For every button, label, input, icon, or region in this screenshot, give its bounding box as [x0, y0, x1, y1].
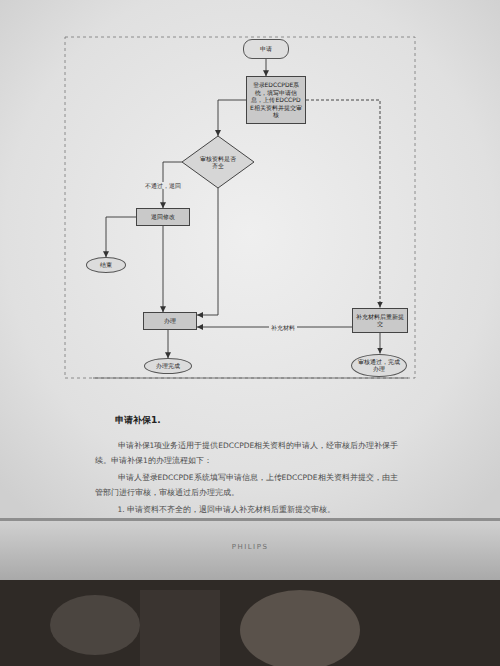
node-text: 结束 — [92, 261, 120, 269]
brand-logo: PHILIPS — [200, 543, 300, 552]
screen-page — [0, 0, 500, 518]
section-heading: 申请补保1. — [115, 414, 315, 426]
body-paragraph: 1. 申请资料不齐全的，退回申请人补充材料后重新提交审核。 — [95, 502, 405, 517]
process-box: 办理 — [143, 312, 197, 330]
flow-connector — [163, 226, 164, 313]
decision-diamond: 审核资料是否齐全 — [182, 136, 254, 188]
node-text: 申请 — [248, 45, 284, 53]
flow-connector — [306, 100, 380, 308]
process-box: 登录EDCCPDE系统，填写申请信息，上传EDCCPDE相关资料并提交审核 — [246, 76, 306, 124]
node-text: 补充材料后重新提交 — [356, 313, 404, 328]
node-text: 办理完成 — [150, 362, 186, 370]
start-terminal: 申请 — [243, 39, 289, 59]
flow-connector — [106, 217, 136, 257]
monitor-bezel — [0, 518, 500, 580]
flow-connector — [266, 59, 267, 77]
bezel-edge — [0, 518, 500, 521]
node-text: 审核通过，完成办理 — [357, 358, 401, 373]
flow-connector — [218, 100, 246, 136]
frame-line — [93, 378, 408, 379]
node-text: 办理 — [147, 317, 193, 325]
desk-object — [240, 590, 360, 666]
process-box: 退回修改 — [136, 208, 190, 226]
node-text: 登录EDCCPDE系统，填写申请信息，上传EDCCPDE相关资料并提交审核 — [250, 81, 302, 119]
node-text: 退回修改 — [140, 213, 186, 221]
desk-object — [50, 595, 140, 655]
node-text: 审核资料是否齐全 — [199, 155, 237, 170]
end-terminal: 办理完成 — [144, 358, 192, 374]
flow-connector — [380, 333, 381, 354]
edge-label: 补充材料 — [269, 324, 297, 331]
flow-connector — [168, 330, 169, 359]
edge-label: 不通过，退回 — [143, 182, 183, 189]
flow-connector — [197, 188, 218, 315]
diamond-shape — [182, 136, 254, 188]
desk-object — [140, 590, 220, 666]
process-box: 补充材料后重新提交 — [352, 308, 408, 333]
body-paragraph: 申请补保1项业务适用于提供EDCCPDE相关资料的申请人，经审核后办理补保手续。… — [95, 438, 405, 468]
body-paragraph: 申请人登录EDCCPDE系统填写申请信息，上传EDCCPDE相关资料并提交，由主… — [95, 470, 405, 500]
end-terminal: 结束 — [86, 257, 126, 273]
end-terminal: 审核通过，完成办理 — [351, 354, 407, 377]
frame-border — [65, 37, 415, 378]
